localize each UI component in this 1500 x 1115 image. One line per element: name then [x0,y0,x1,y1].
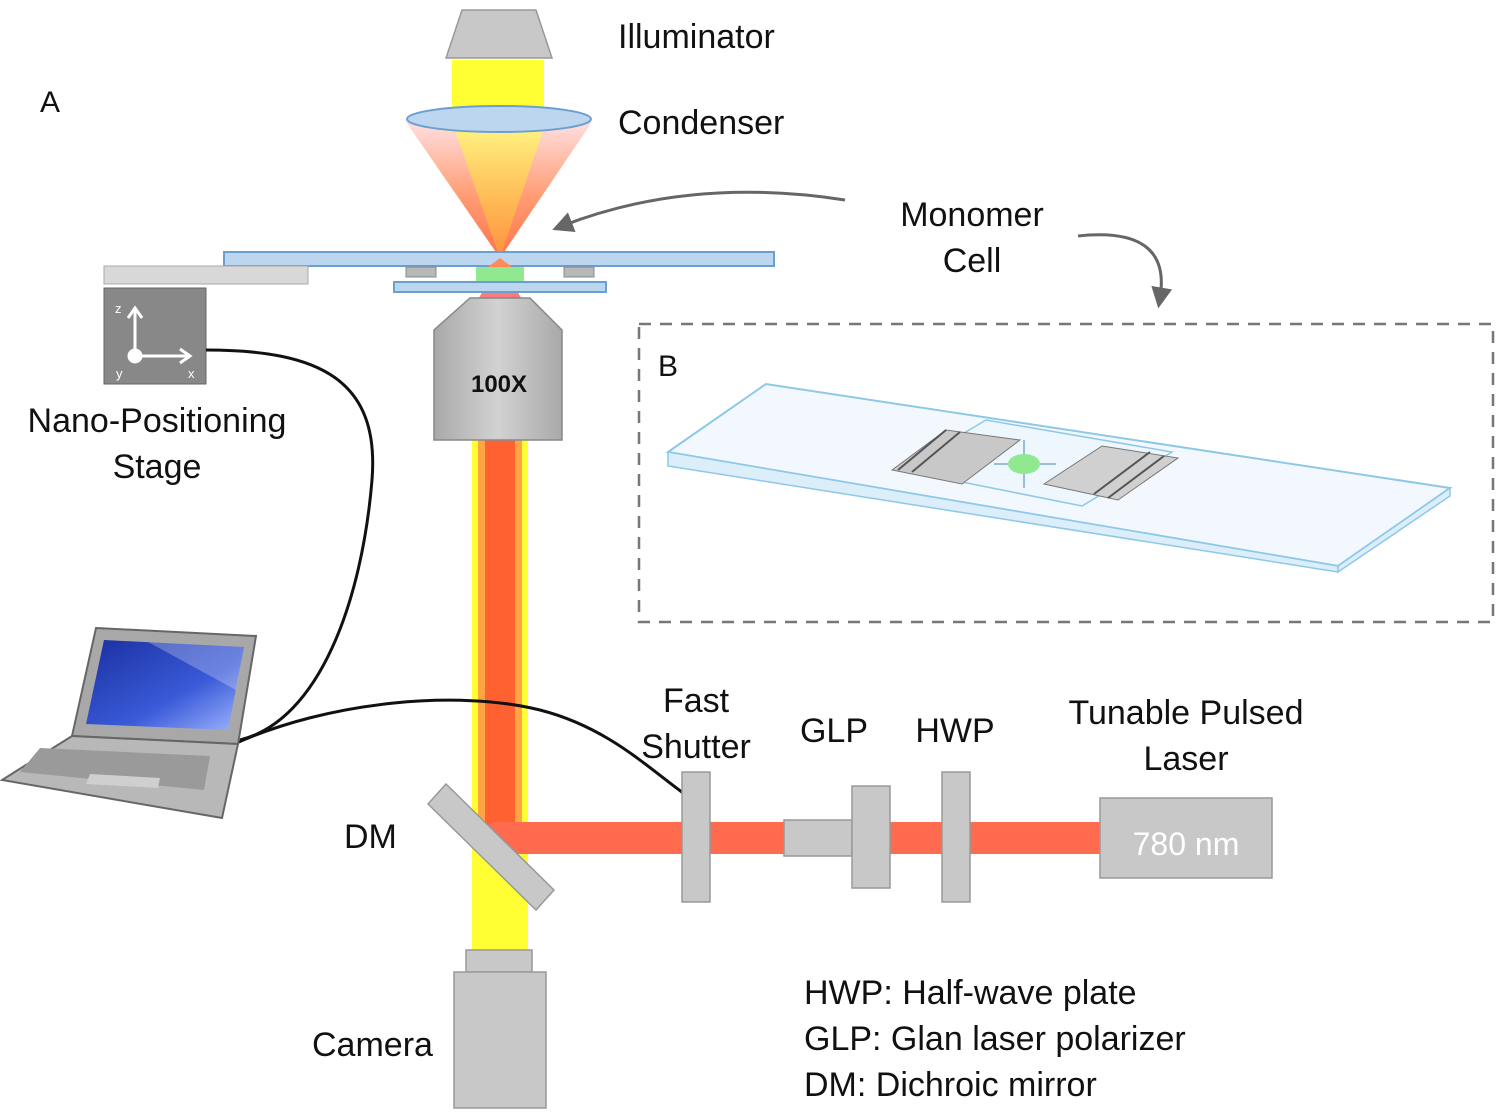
fast-shutter [681,771,711,903]
spacer-left [405,266,437,278]
legend-glp: GLP: Glan laser polarizer [804,1020,1186,1058]
stage-arm [103,265,309,285]
spacer-right [563,266,595,278]
curved-arrow-down-icon [1077,233,1173,309]
axis-y-label: y [116,366,123,381]
panel-b-label: B [658,350,678,383]
shutter-cable [231,698,691,800]
stage-cable [205,348,375,742]
laser-label-line2: Laser [1143,740,1228,778]
condenser-label: Condenser [618,104,784,142]
bottom-slide [393,281,607,293]
light-cone-core [452,122,546,258]
glp-block [851,785,891,889]
dichroic-mirror [426,782,556,912]
xyz-axes-icon [126,305,193,365]
illuminator [444,9,554,59]
curved-arrow-icon [552,190,846,232]
hwp-plate [941,771,971,903]
camera-body [453,971,547,1109]
wavelength-label: 780 nm [1133,826,1240,862]
nano-positioning-stage [103,287,207,385]
shutter-label-line2: Shutter [641,728,751,766]
condenser-lens [406,105,592,133]
focus-cone-mid [488,258,512,267]
laser-beam-vertical-glow [478,440,522,850]
dm-label: DM [344,818,397,856]
monomer-cell-3d [665,382,1453,574]
camera-top [465,949,533,973]
objective-label: 100X [471,371,527,398]
legend-dm: DM: Dichroic mirror [804,1066,1097,1104]
axis-x-label: x [188,366,195,381]
hwp-label: HWP [915,712,994,750]
panel-b-frame [637,322,1495,624]
monomer-label-line2: Cell [943,242,1002,280]
shutter-label-line1: Fast [663,682,730,720]
glp-body [783,819,853,857]
legend-hwp: HWP: Half-wave plate [804,974,1137,1012]
illuminator-label: Illuminator [618,18,775,56]
glp-label: GLP [800,712,868,750]
laptop-icon [0,626,258,820]
monomer-label-line1: Monomer [900,196,1044,234]
camera-label: Camera [312,1026,433,1064]
axis-z-label: z [115,301,122,316]
stage-label-line2: Stage [113,448,202,486]
panel-a-label: A [40,86,60,119]
focus-droplet [476,267,524,281]
stage-label-line1: Nano-Positioning [28,402,287,440]
objective-lens [433,297,563,441]
laser-label-line1: Tunable Pulsed [1068,694,1303,732]
tunable-laser [1099,797,1273,879]
